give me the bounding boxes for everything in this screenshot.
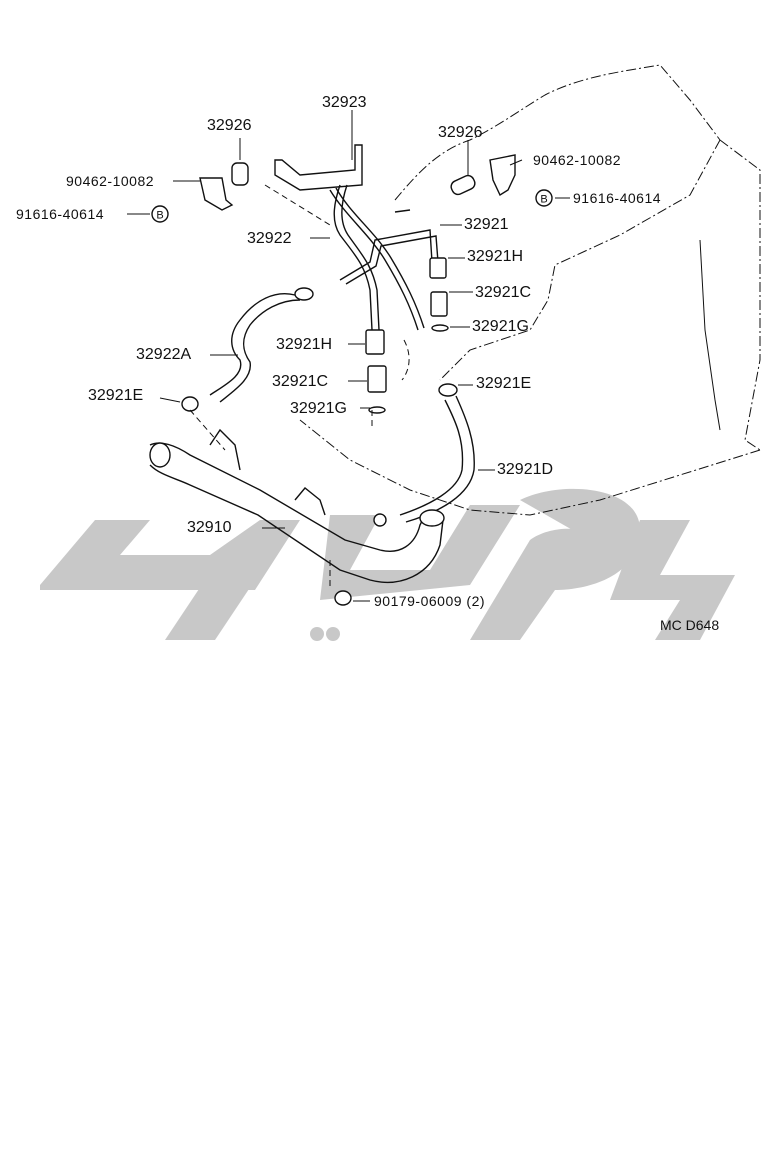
bolt-symbol-right: B [535,189,553,207]
label-90179: 90179-06009 (2) [374,593,486,609]
oil-pipes [329,184,439,331]
clamp-90462-left [199,177,234,211]
guide-lines [189,184,410,590]
label-91616-right: 91616-40614 [573,190,662,206]
label-91616-left: 91616-40614 [16,206,105,222]
clamp-90462-right [489,154,516,197]
diagram-code: MC D648 [660,617,720,633]
label-32922A: 32922A [136,346,192,363]
gasket-32921G-top [431,324,449,332]
label-32926-right: 32926 [438,124,483,141]
label-32921D: 32921D [497,461,554,478]
label-90462-left: 90462-10082 [66,173,155,189]
leader-lines [127,138,570,602]
label-32921: 32921 [464,216,509,233]
svg-text:B: B [156,210,163,222]
fitting-32921H-mid [365,329,385,355]
clamp-32921E-left [181,396,199,412]
label-90462-right: 90462-10082 [533,152,622,168]
sleeve-32926-left [231,162,249,186]
label-32922: 32922 [247,230,292,247]
gasket-32921G-mid [368,406,386,414]
bracket-32923 [274,110,363,191]
hose-32921D [399,383,475,523]
label-32921E-right: 32921E [476,375,532,392]
sleeve-32926-right [450,174,476,196]
label-32921H-top: 32921H [467,248,524,265]
label-32921G-top: 32921G [472,318,529,335]
label-32926-left: 32926 [207,117,252,134]
label-32921E-left: 32921E [88,387,144,404]
fitting-32921C-top [430,291,448,317]
label-32921C-top: 32921C [475,284,532,301]
hose-32922A [209,287,314,403]
bolt-symbol-left: B [151,205,169,223]
fitting-32921H-top [429,257,447,279]
label-32921G-mid: 32921G [290,400,347,417]
label-32910: 32910 [187,519,232,536]
label-32921H-mid: 32921H [276,336,333,353]
label-32921C-mid: 32921C [272,373,329,390]
label-32923: 32923 [322,94,367,111]
fitting-32921C-mid [367,365,387,393]
svg-text:B: B [540,194,547,206]
transmission-outline [299,64,761,516]
cooler-pipe-32910 [149,428,445,606]
watermark-logo [40,488,735,641]
